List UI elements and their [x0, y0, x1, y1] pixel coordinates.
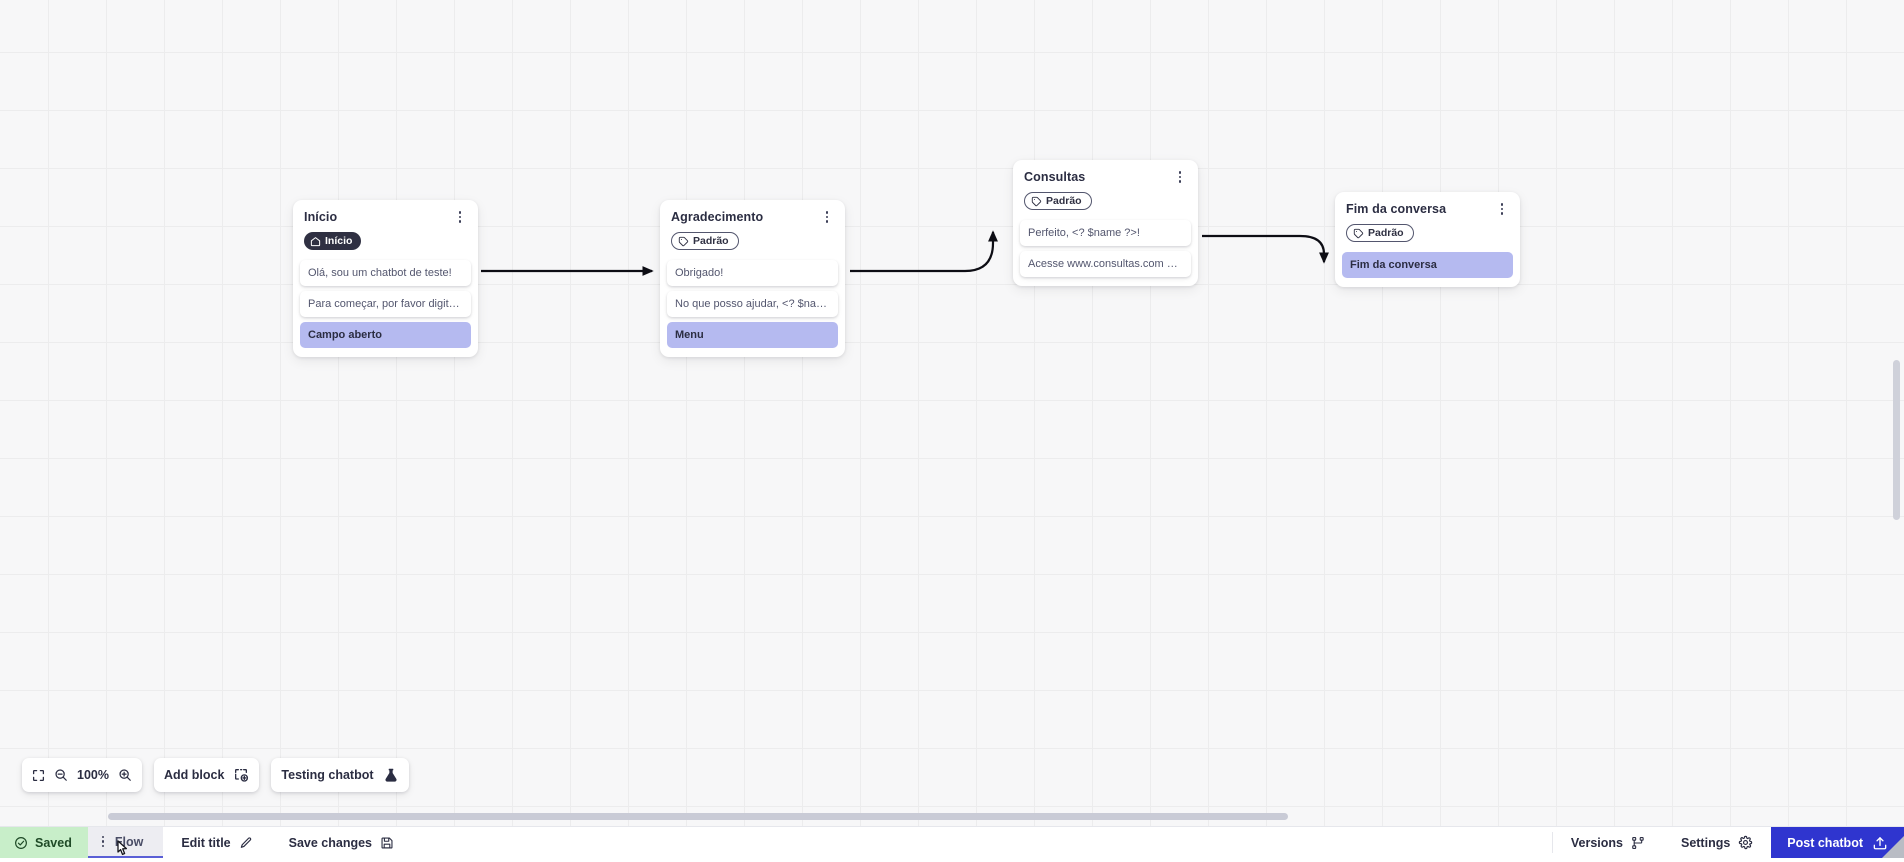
node-menu-kebab-icon[interactable]: [453, 209, 467, 225]
add-block-icon: [233, 767, 249, 783]
flow-canvas[interactable]: Início Início Olá, sou um chatbot de tes…: [0, 0, 1904, 826]
node-title: Agradecimento: [671, 209, 763, 225]
tag-icon: [678, 236, 689, 247]
node-badge-default[interactable]: Padrão: [671, 232, 739, 250]
flow-edges: [0, 0, 1904, 826]
canvas-toolbar: 100% Add block: [22, 758, 409, 792]
post-chatbot-button[interactable]: Post chatbot: [1771, 827, 1904, 858]
flow-node-inicio[interactable]: Início Início Olá, sou um chatbot de tes…: [293, 200, 478, 357]
flow-kebab-icon[interactable]: [96, 834, 110, 850]
node-badge-label: Padrão: [693, 235, 729, 247]
flow-node-consultas[interactable]: Consultas Padrão Perfeito, <? $name ?>! …: [1013, 160, 1198, 286]
tag-icon: [1353, 228, 1364, 239]
testing-chatbot-label: Testing chatbot: [281, 768, 373, 782]
tab-flow-label: Flow: [115, 835, 143, 849]
node-badge-label: Padrão: [1368, 227, 1404, 239]
settings-button[interactable]: Settings: [1663, 827, 1771, 858]
tag-icon: [1031, 196, 1042, 207]
zoom-controls[interactable]: 100%: [22, 758, 142, 792]
node-header: Agradecimento: [660, 209, 845, 225]
edge-agradecimento-consultas: [850, 232, 993, 271]
node-header: Consultas: [1013, 169, 1198, 185]
node-title: Consultas: [1024, 169, 1085, 185]
testing-chatbot-button[interactable]: Testing chatbot: [271, 758, 408, 792]
statusbar-spacer: [412, 827, 1552, 858]
node-badge-row: Padrão: [660, 225, 845, 252]
node-badge-label: Padrão: [1046, 195, 1082, 207]
node-message[interactable]: Para começar, por favor digite o ...: [300, 291, 471, 317]
node-title: Fim da conversa: [1346, 201, 1446, 217]
vertical-scrollbar[interactable]: [1893, 360, 1900, 520]
add-block-button[interactable]: Add block: [154, 758, 259, 792]
bottom-status-bar: Saved Flow Edit title Save changes Versi…: [0, 826, 1904, 858]
node-badge-default[interactable]: Padrão: [1346, 224, 1414, 242]
node-badge-row: Padrão: [1335, 217, 1520, 244]
node-badge-default[interactable]: Padrão: [1024, 192, 1092, 210]
node-header: Fim da conversa: [1335, 201, 1520, 217]
node-title: Início: [304, 209, 337, 225]
node-badge-row: Padrão: [1013, 185, 1198, 212]
status-badge-saved: Saved: [0, 827, 88, 858]
node-message-accent[interactable]: Fim da conversa: [1342, 252, 1513, 278]
node-header: Início: [293, 209, 478, 225]
node-message[interactable]: Acesse www.consultas.com par...: [1020, 251, 1191, 277]
node-badge-start[interactable]: Início: [304, 232, 361, 250]
check-circle-icon: [14, 836, 28, 850]
settings-label: Settings: [1681, 836, 1730, 850]
node-badge-row: Início: [293, 225, 478, 252]
node-messages: Olá, sou um chatbot de teste! Para começ…: [293, 260, 478, 348]
branch-icon: [1631, 836, 1645, 850]
edit-title-button[interactable]: Edit title: [163, 827, 270, 858]
node-message[interactable]: Olá, sou um chatbot de teste!: [300, 260, 471, 286]
node-message[interactable]: No que posso ajudar, <? $name ...: [667, 291, 838, 317]
node-message-accent[interactable]: Menu: [667, 322, 838, 348]
versions-button[interactable]: Versions: [1553, 827, 1663, 858]
zoom-out-icon[interactable]: [54, 768, 68, 782]
versions-label: Versions: [1571, 836, 1623, 850]
node-message[interactable]: Obrigado!: [667, 260, 838, 286]
edit-title-label: Edit title: [181, 836, 230, 850]
node-menu-kebab-icon[interactable]: [1495, 201, 1509, 217]
saved-label: Saved: [35, 836, 72, 850]
gear-icon: [1738, 835, 1753, 850]
zoom-in-icon[interactable]: [118, 768, 132, 782]
node-message[interactable]: Perfeito, <? $name ?>!: [1020, 220, 1191, 246]
post-chatbot-label: Post chatbot: [1787, 836, 1863, 850]
flow-node-agradecimento[interactable]: Agradecimento Padrão Obrigado! No que po…: [660, 200, 845, 357]
save-changes-button[interactable]: Save changes: [271, 827, 412, 858]
pencil-icon: [239, 836, 253, 850]
horizontal-scrollbar[interactable]: [108, 813, 1288, 820]
fit-screen-icon[interactable]: [32, 769, 45, 782]
floppy-disk-icon: [380, 836, 394, 850]
save-changes-label: Save changes: [289, 836, 372, 850]
upload-icon: [1872, 835, 1888, 851]
node-menu-kebab-icon[interactable]: [1173, 169, 1187, 185]
flask-icon: [383, 767, 399, 783]
node-messages: Obrigado! No que posso ajudar, <? $name …: [660, 260, 845, 348]
edge-consultas-fim: [1202, 236, 1324, 262]
flow-node-fim-da-conversa[interactable]: Fim da conversa Padrão Fim da conversa: [1335, 192, 1520, 287]
node-badge-label: Início: [325, 235, 352, 247]
tab-flow[interactable]: Flow: [88, 827, 163, 858]
node-messages: Perfeito, <? $name ?>! Acesse www.consul…: [1013, 220, 1198, 277]
home-icon: [310, 236, 321, 247]
add-block-label: Add block: [164, 768, 224, 782]
node-message-accent[interactable]: Campo aberto: [300, 322, 471, 348]
zoom-level-value: 100%: [77, 768, 109, 782]
node-menu-kebab-icon[interactable]: [820, 209, 834, 225]
node-messages: Fim da conversa: [1335, 252, 1520, 278]
